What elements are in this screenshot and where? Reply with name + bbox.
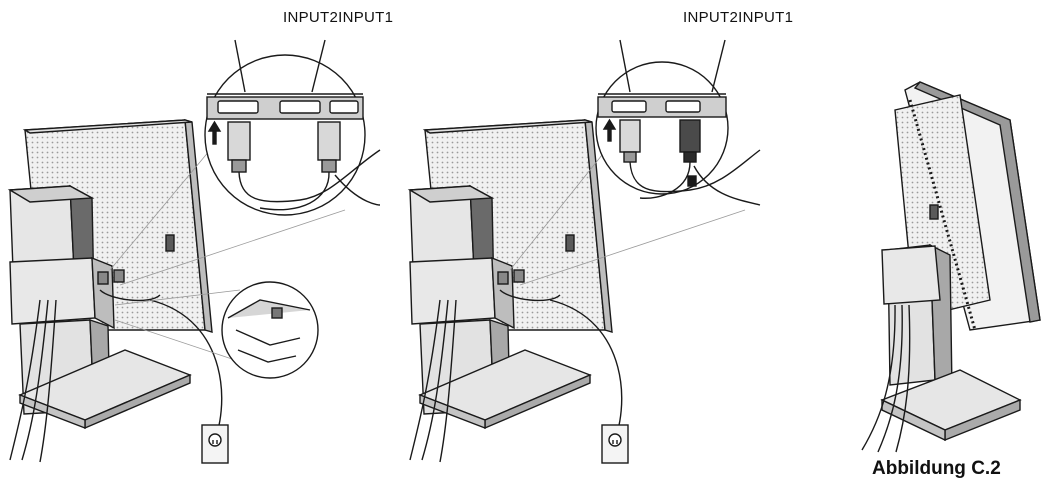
power-outlet-icon bbox=[201, 424, 229, 464]
up-arrow-icon bbox=[207, 120, 222, 145]
middle-connector-zoom bbox=[595, 39, 761, 206]
left-monitor-rear bbox=[7, 119, 346, 463]
input-port-label-left: INPUT2INPUT1 bbox=[283, 9, 394, 26]
middle-monitor-rear bbox=[407, 119, 746, 463]
vga-connector-icon bbox=[227, 121, 341, 173]
left-cable-holder bbox=[9, 257, 96, 325]
figure-caption: Abbildung C.2 bbox=[872, 458, 1001, 479]
up-arrow-icon bbox=[602, 118, 617, 142]
cable-clip-zoom bbox=[221, 281, 319, 379]
right-monitor-side bbox=[861, 81, 1041, 453]
middle-cable-holder bbox=[409, 257, 496, 325]
left-connector-zoom bbox=[204, 39, 381, 216]
input-port-label-right: INPUT2INPUT1 bbox=[683, 9, 794, 26]
power-outlet-icon bbox=[601, 424, 629, 464]
